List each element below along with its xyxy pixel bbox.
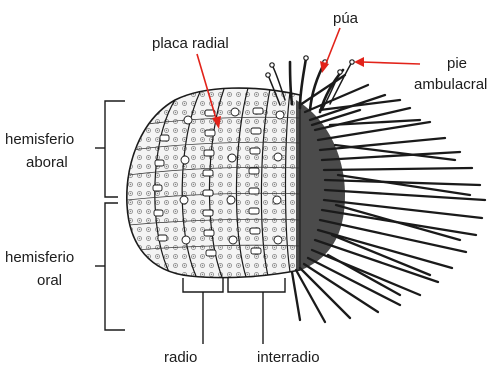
oral-bracket: [105, 203, 125, 330]
label-pie-line1: pie: [447, 55, 467, 72]
urchin-test: [120, 80, 310, 285]
label-placa-radial: placa radial: [152, 35, 229, 52]
label-hemisferio-aboral-line1: hemisferio: [5, 131, 74, 148]
label-hemisferio-aboral-line2: aboral: [26, 154, 68, 171]
interradio-bracket: [228, 278, 285, 292]
hemisphere-brackets: [95, 101, 125, 330]
radius-brackets: [183, 278, 285, 344]
radio-bracket: [183, 278, 223, 292]
pie-ambulacral-arrowhead: [354, 57, 364, 67]
label-radio: radio: [164, 349, 197, 366]
label-hemisferio-oral-line2: oral: [37, 272, 62, 289]
aboral-bracket: [105, 101, 125, 197]
label-hemisferio-oral-line1: hemisferio: [5, 249, 74, 266]
pie-ambulacral-arrow: [362, 62, 420, 64]
label-pie-line2: ambulacral: [414, 76, 487, 93]
pua-arrow: [325, 28, 340, 66]
label-interradio: interradio: [257, 349, 320, 366]
label-pua: púa: [333, 10, 359, 27]
